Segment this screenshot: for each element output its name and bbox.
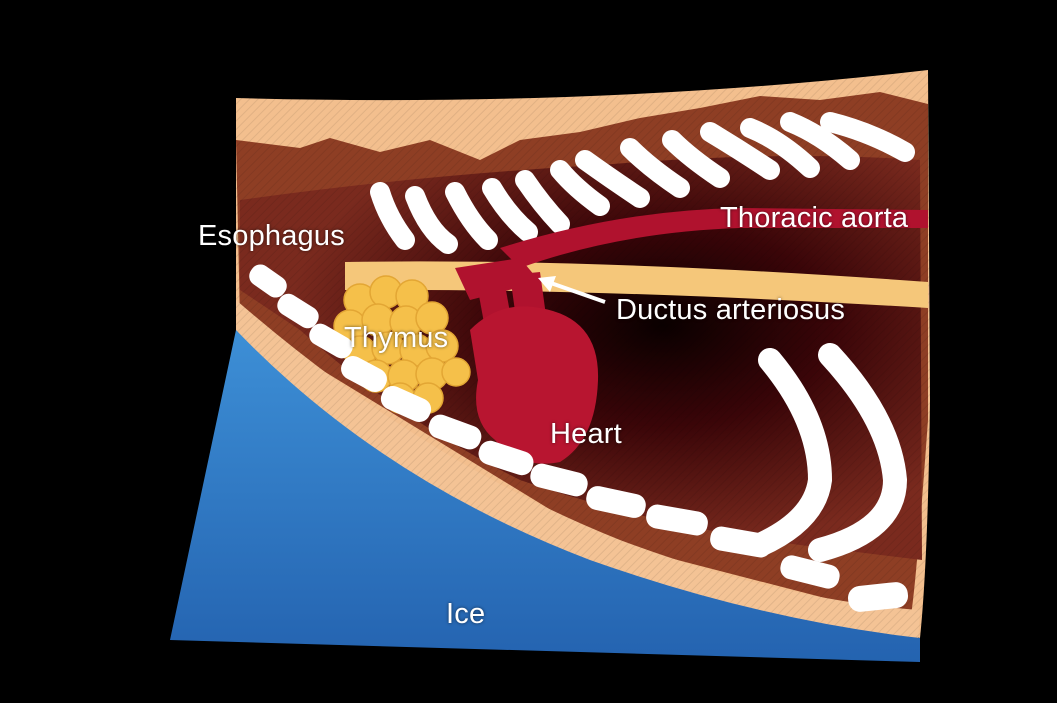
label-thoracic-aorta: Thoracic aorta <box>720 204 908 233</box>
label-heart: Heart <box>550 420 622 449</box>
label-ice: Ice <box>446 600 485 629</box>
label-esophagus: Esophagus <box>198 222 345 251</box>
label-thymus: Thymus <box>344 324 448 353</box>
label-ductus-arteriosus: Ductus arteriosus <box>616 296 845 325</box>
